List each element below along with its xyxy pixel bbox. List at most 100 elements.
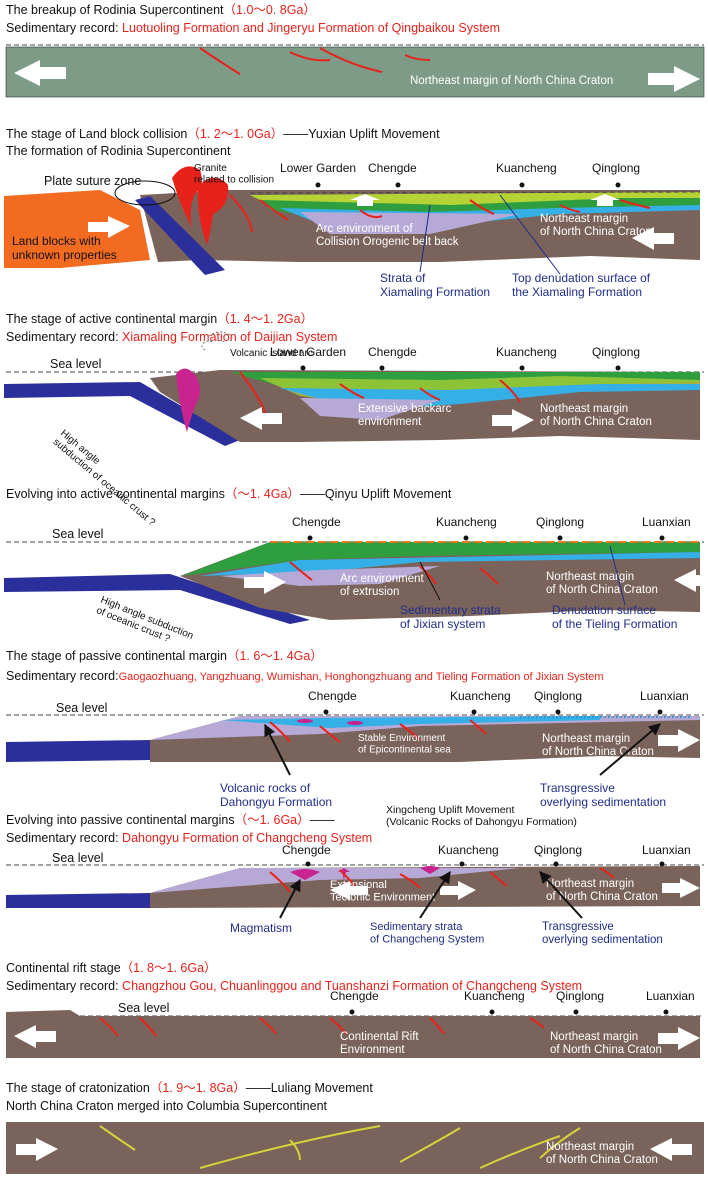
place-qinglong: Qinglong [592,345,640,359]
panel-3-subduction-label: High anglesubduction of oceanic crust ? [51,428,165,529]
svg-text:Sedimentary record: Luotuoling: Sedimentary record: Luotuoling Formation… [6,21,500,35]
panel-2-title: The stage of Land block collision [6,127,187,141]
panel-1-rodinia-breakup: The breakup of Rodinia Supercontinent（1.… [5,3,705,98]
right-arrow-icon [492,409,534,432]
volcanic-rock [297,719,313,723]
oceanic-crust [6,740,150,762]
place-marker [657,709,663,715]
leader-arrow [279,878,301,919]
fault-lines [289,561,499,585]
uplift-arrow-icon [590,194,620,206]
sea-level-label: Sea level [56,701,107,715]
strata-green [182,542,700,576]
subducting-slab [135,196,225,275]
fault-lines [199,47,431,75]
suture-label: Plate suture zone [44,174,141,188]
panel-7-age: （1. 8～1. 6Ga） [121,961,217,975]
panel-1-record-prefix: Sedimentary record: [6,21,119,35]
granite-body [172,166,202,228]
svg-text:Sedimentary record:Gaogaozhuan: Sedimentary record:Gaogaozhuang, Yangzhu… [6,669,604,683]
leader-arrow [264,723,291,776]
place-luanxian: Luanxian [646,989,695,1003]
panel-6-title: Evolving into passive continental margin… [6,813,235,827]
leader-arrow [419,870,451,919]
svg-text:Evolving into passive continen: Evolving into passive continental margin… [6,813,335,827]
place-kuancheng: Kuancheng [496,161,557,175]
fault-lines [99,1017,545,1037]
place-qinglong: Qinglong [592,161,640,175]
land-block-orange [4,190,150,268]
place-chengde: Chengde [292,515,341,529]
place-marker [459,861,465,867]
svg-text:The stage of cratonization（1.: The stage of cratonization（1. 9～1. 8Ga）—… [6,1081,373,1095]
volcanic-rock [347,721,363,725]
panel-4-movement: ——Qinyu Uplift Movement [300,487,452,501]
panel-3-record-prefix: Sedimentary record: [6,330,119,344]
granite-body-2 [197,177,229,245]
leader-line [499,194,561,275]
place-chengde: Chengde [308,689,357,703]
place-kuancheng: Kuancheng [436,515,497,529]
strata-lavender [150,868,520,893]
panel-8-cratonization: The stage of cratonization（1. 9～1. 8Ga）—… [6,1081,704,1174]
panel-6-record-prefix: Sedimentary record: [6,831,119,845]
svg-text:The breakup of Rodinia Superco: The breakup of Rodinia Supercontinent（1.… [6,3,316,17]
panel-8-movement: ——Luliang Movement [246,1081,374,1095]
sea-level-label: Sea level [118,1001,169,1015]
place-marker [519,182,525,188]
svg-text:The stage of passive continent: The stage of passive continental margin（… [6,649,323,663]
panel-7-continental-rift: Continental rift stage（1. 8～1. 6Ga） Sedi… [6,961,704,1058]
sea-level-label: Sea level [52,527,103,541]
place-marker [379,365,385,371]
place-marker [659,535,665,541]
place-kuancheng: Kuancheng [464,989,525,1003]
panel-1-title: The breakup of Rodinia Supercontinent [6,3,224,17]
place-marker [553,861,559,867]
place-marker [557,535,563,541]
fault-lines [239,371,521,417]
left-arrow-icon [674,569,700,592]
panel-3-age: （1. 4～1. 2Ga） [217,312,313,326]
right-arrow-icon [244,571,286,594]
right-arrow-icon [88,216,130,238]
panel-2-subtitle: The formation of Rodinia Supercontinent [6,144,231,158]
panel-2-age: （1. 2～1. 0Ga） [187,127,283,141]
place-lower-garden: Lower Garden [280,161,356,175]
leader-arrow [539,871,583,919]
suture-ellipse [114,180,176,206]
panel-7-title: Continental rift stage [6,961,121,975]
svg-text:Sedimentary record: Xiamaling: Sedimentary record: Xiamaling Formation … [6,330,337,344]
sea-level-label: Sea level [52,851,103,865]
svg-text:The stage of Land block collis: The stage of Land block collision（1. 2～1… [6,127,440,141]
place-marker [555,709,561,715]
panel-5-age: （1. 6～1. 4Ga） [227,649,323,663]
panel-1-margin-label: Northeast margin of North China Craton [410,75,613,87]
left-arrow-icon [650,1138,692,1161]
sea-level-label: Sea level [50,357,101,371]
magma-body [290,869,320,880]
place-marker [489,1009,495,1015]
crust-block [6,1010,700,1058]
panel-1-record: Luotuoling Formation and Jingeryu Format… [122,21,500,35]
place-qinglong: Qinglong [534,843,582,857]
place-marker [305,861,311,867]
leader-line [419,204,431,273]
svg-text:Continental rift stage（1. 8～1.: Continental rift stage（1. 8～1. 6Ga） [6,961,217,975]
strata-cyan [220,716,600,728]
right-arrow-icon [648,66,700,92]
place-marker [615,182,621,188]
place-marker [471,709,477,715]
place-qinglong: Qinglong [534,689,582,703]
panel-2-movement: ——Yuxian Uplift Movement [283,127,440,141]
uplift-arrow-icon [350,194,380,206]
